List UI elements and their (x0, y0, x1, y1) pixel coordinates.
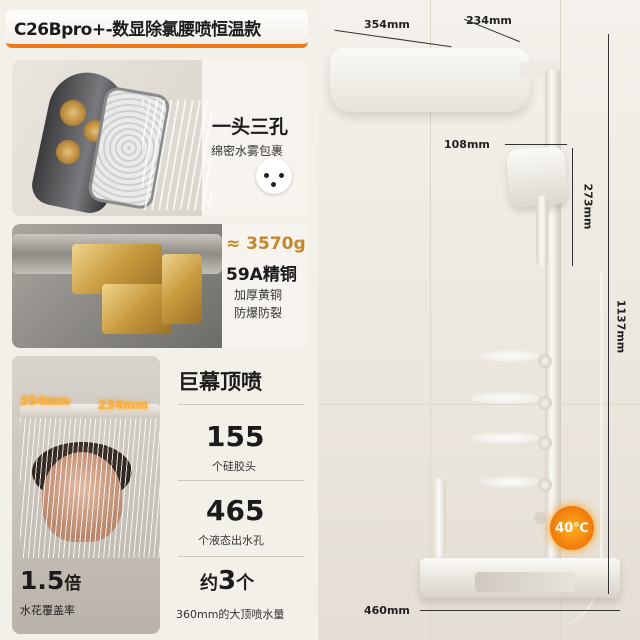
copper-feature-2: 防爆防裂 (234, 306, 283, 320)
rain-head (20, 404, 160, 418)
copper-weight: ≈ 3570g (226, 234, 306, 254)
dim-total-height: 1137mm (614, 299, 628, 354)
dim-hand-width: 108mm (444, 138, 490, 151)
nozzle-subtitle: 绵密水雾包裹 (211, 144, 284, 158)
console-slot (475, 572, 575, 592)
dim-line (505, 144, 567, 145)
divider (178, 480, 304, 481)
copper-image (12, 224, 222, 348)
tile-line (318, 404, 640, 405)
gear-icon (60, 100, 86, 126)
volume-caption: 360mm的大顶喷水量 (176, 608, 285, 621)
shower-hose (540, 270, 603, 630)
nozzle-card: 一头三孔 绵密水雾包裹 (12, 60, 308, 216)
divider (178, 556, 304, 557)
dim-console-width: 460mm (364, 604, 410, 617)
hand-shower-neck (536, 196, 548, 266)
nozzle-image (12, 60, 212, 216)
nozzle-headline: 一头三孔 (212, 116, 289, 138)
silicone-caption: 个硅胶头 (212, 460, 256, 473)
copper-material: 59A精铜 (226, 265, 297, 285)
coverage-dim-depth: 234mm (98, 398, 149, 412)
title-bar: C26Bpro+-数显除氯腰喷恒温款 (6, 10, 308, 48)
outlet-caption: 个液态出水孔 (198, 534, 264, 547)
dim-top-width: 354mm (364, 18, 410, 31)
dim-hand-height: 273mm (581, 183, 595, 230)
temperature-display: 40℃ (550, 506, 594, 550)
brass-core (162, 254, 202, 324)
gear-icon (56, 140, 80, 164)
control-knob (534, 512, 546, 524)
rain-spray (20, 418, 160, 558)
outlet-count: 465 (206, 494, 265, 527)
dim-top-depth: 234mm (466, 14, 512, 27)
coverage-value: 1.5倍 (20, 566, 82, 595)
tile-line (430, 0, 431, 640)
dim-line (608, 34, 609, 594)
body-jet (538, 436, 552, 450)
rain-shower-head (330, 48, 530, 112)
divider (178, 404, 304, 405)
brass-core (102, 284, 172, 334)
three-holes-icon (256, 158, 292, 194)
dim-line (420, 610, 620, 611)
volume-value: 约3个 (200, 566, 255, 596)
water-spray (142, 100, 212, 210)
coverage-card: 354mm 234mm 1.5倍 水花覆盖率 (12, 356, 160, 634)
stats-heading: 巨幕顶喷 (178, 370, 262, 394)
product-title: C26Bpro+-数显除氯腰喷恒温款 (14, 19, 261, 40)
body-jet (538, 478, 552, 492)
copper-feature-1: 加厚黄铜 (234, 288, 283, 302)
mist-spray (480, 350, 540, 362)
mist-spray (480, 476, 540, 488)
coverage-dim-width: 354mm (20, 394, 71, 408)
coverage-caption: 水花覆盖率 (20, 604, 75, 617)
copper-card: ≈ 3570g 59A精铜 加厚黄铜 防爆防裂 (12, 224, 308, 348)
bidet-spray (432, 478, 446, 558)
body-jet (538, 396, 552, 410)
mist-spray (470, 432, 540, 444)
mist-spray (470, 392, 540, 404)
dim-line (572, 148, 573, 266)
silicone-count: 155 (206, 420, 265, 453)
body-jet (538, 354, 552, 368)
